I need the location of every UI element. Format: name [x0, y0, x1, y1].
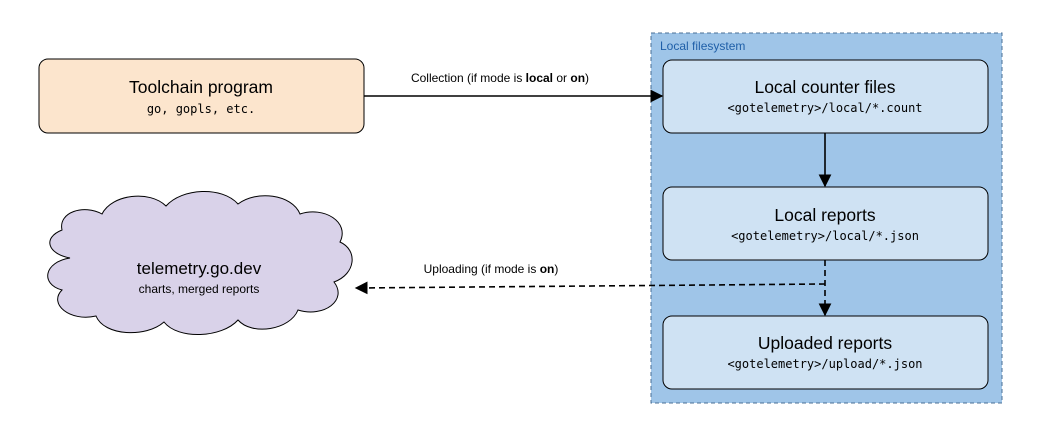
upload-arrow [354, 281, 826, 295]
counter-files-node: Local counter files <gotelemetry>/local/… [662, 59, 989, 134]
uploaded-reports-title: Uploaded reports [758, 333, 892, 353]
uploaded-reports-path: <gotelemetry>/upload/*.json [727, 357, 922, 371]
toolchain-node: Toolchain program go, gopls, etc. [38, 58, 365, 134]
uploaded-reports-node: Uploaded reports <gotelemetry>/upload/*.… [662, 315, 989, 390]
local-filesystem-label: Local filesystem [660, 39, 745, 53]
server-node: telemetry.go.dev charts, merged reports [47, 191, 353, 335]
toolchain-title: Toolchain program [129, 77, 273, 97]
server-subtitle: charts, merged reports [139, 282, 260, 296]
local-reports-node: Local reports <gotelemetry>/local/*.json [662, 186, 989, 261]
local-reports-title: Local reports [774, 205, 875, 225]
counter-files-path: <gotelemetry>/local/*.count [727, 101, 922, 115]
collection-label: Collection (if mode is local or on) [411, 71, 589, 85]
local-reports-path: <gotelemetry>/local/*.json [731, 229, 919, 243]
cloud-shape [47, 191, 353, 335]
server-title: telemetry.go.dev [137, 259, 262, 278]
upload-label: Uploading (if mode is on) [424, 262, 559, 276]
upload-edge: Uploading (if mode is on) [354, 262, 826, 295]
counter-files-title: Local counter files [754, 77, 895, 97]
toolchain-subtitle: go, gopls, etc. [147, 102, 255, 116]
collection-edge: Collection (if mode is local or on) [364, 71, 664, 103]
